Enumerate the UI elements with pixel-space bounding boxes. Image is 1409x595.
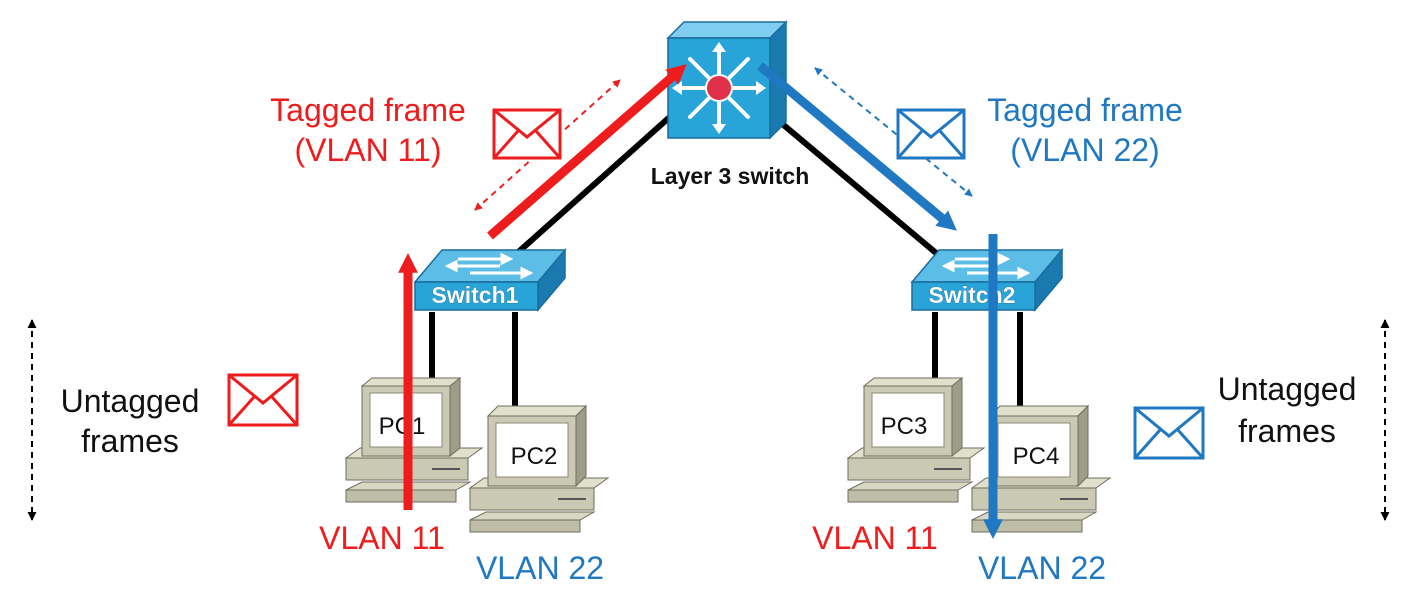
tagged-frame-right-line1: Tagged frame [987, 92, 1183, 128]
switch1-label: Switch1 [432, 282, 519, 308]
envelope-icon [227, 373, 299, 427]
vlan22-flow-arrow [757, 62, 1003, 539]
layer3-switch-icon [666, 20, 788, 140]
desktop-pc-icon [846, 376, 986, 503]
untagged-frames-left-line1: Untagged [61, 383, 200, 419]
desktop-pc-icon [468, 404, 610, 533]
pc4-label: PC4 [1013, 443, 1060, 470]
pc3-vlan-label: VLAN 11 [812, 520, 938, 556]
pc3-label: PC3 [881, 413, 928, 440]
tagged-frame-left-line2: (VLAN 11) [294, 132, 441, 168]
layer3-switch-label: Layer 3 switch [651, 163, 810, 189]
untagged-frames-right-line1: Untagged [1218, 371, 1357, 407]
switch-icon [910, 247, 1064, 313]
desktop-pc-icon [344, 376, 484, 503]
switch-icon [413, 247, 567, 313]
pc2-label: PC2 [511, 443, 558, 470]
pc2-vlan-label: VLAN 22 [476, 550, 604, 586]
pc1-vlan-label: VLAN 11 [319, 520, 445, 556]
switch2-label: Switch2 [929, 282, 1016, 308]
envelope-icon [896, 108, 966, 160]
pc4-vlan-label: VLAN 22 [978, 550, 1106, 586]
vlan11-flow-arrow [398, 64, 687, 510]
untagged-frames-left-line2: frames [81, 423, 179, 459]
envelope-icon [492, 108, 562, 160]
tagged-link-arrow-right [814, 67, 973, 197]
tagged-frame-right-line2: (VLAN 22) [1010, 132, 1159, 168]
pc1-label: PC1 [379, 413, 426, 440]
envelope-icon [1133, 406, 1205, 460]
untagged-frames-right-line2: frames [1238, 413, 1336, 449]
desktop-pc-icon [970, 404, 1112, 533]
tagged-frame-left-line1: Tagged frame [270, 92, 466, 128]
